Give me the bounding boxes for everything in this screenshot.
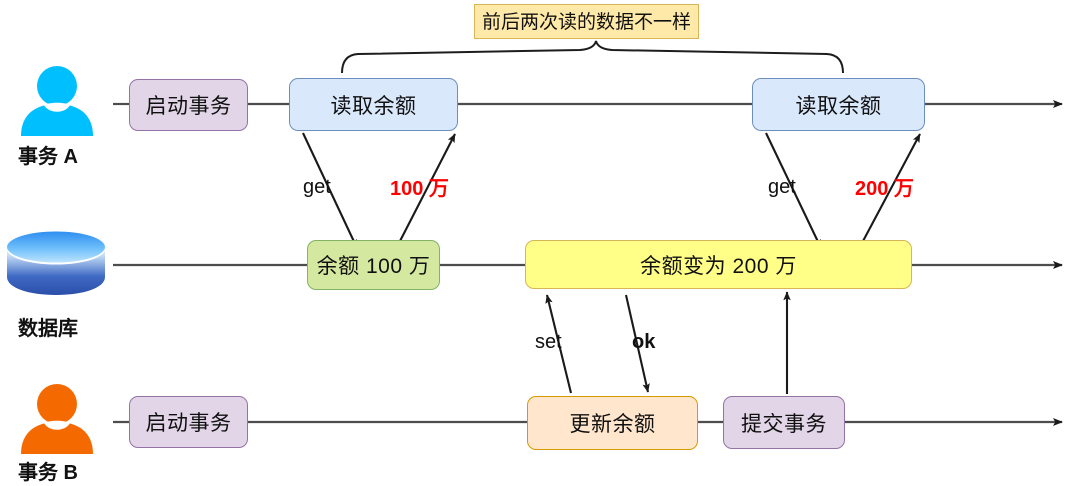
edge-label-value-2: 200 万 xyxy=(855,178,914,200)
edge-label-get-2: get xyxy=(768,176,796,198)
lane-label-transaction-b: 事务 B xyxy=(18,462,78,484)
node-b-begin-transaction[interactable]: 启动事务 xyxy=(129,396,248,448)
lane-label-database: 数据库 xyxy=(18,318,78,340)
node-b-commit-transaction[interactable]: 提交事务 xyxy=(723,396,845,449)
edge-label-ok: ok xyxy=(632,331,656,353)
edge-label-set: set xyxy=(535,331,562,353)
edge-get-2 xyxy=(765,132,822,249)
edge-value-2 xyxy=(861,133,921,244)
database-cylinder-icon xyxy=(7,231,105,295)
node-a-begin-transaction[interactable]: 启动事务 xyxy=(129,79,248,131)
range-brace xyxy=(341,40,844,74)
node-b-update-balance[interactable]: 更新余额 xyxy=(527,396,698,450)
edge-label-value-1: 100 万 xyxy=(390,178,449,200)
edge-value-1 xyxy=(398,133,456,244)
user-icon-transaction-b xyxy=(21,384,93,454)
edge-label-get-1: get xyxy=(303,176,331,198)
node-a-read-balance-1[interactable]: 读取余额 xyxy=(289,78,458,131)
node-db-balance-after[interactable]: 余额变为 200 万 xyxy=(525,240,912,289)
node-a-read-balance-2[interactable]: 读取余额 xyxy=(752,78,925,131)
annotation-banner: 前后两次读的数据不一样 xyxy=(474,4,700,39)
edge-ok xyxy=(624,294,650,393)
user-icon-transaction-a xyxy=(21,66,93,136)
edge-set xyxy=(545,294,573,394)
edge-get-1 xyxy=(302,132,358,249)
lane-label-transaction-a: 事务 A xyxy=(18,146,78,168)
node-db-balance-before[interactable]: 余额 100 万 xyxy=(307,240,440,290)
